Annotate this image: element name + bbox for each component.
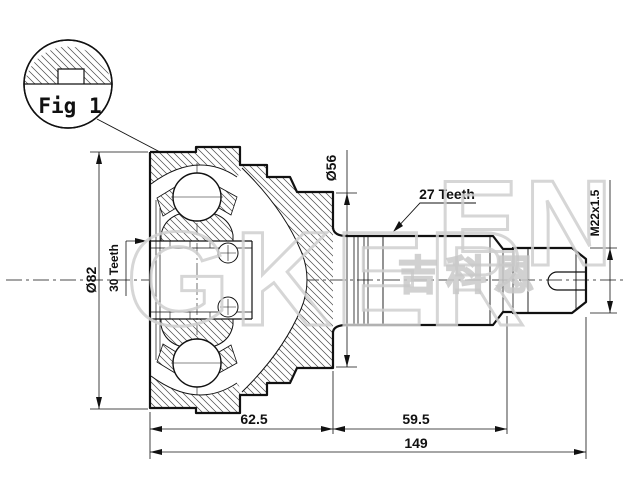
dim-body-length-label: 62.5 [240, 411, 267, 427]
dimension-small-end: Ø56 [323, 150, 357, 368]
dimension-thread: M22x1.5 [588, 180, 617, 314]
dim-small-end-label: Ø56 [323, 155, 339, 182]
dim-total-length-label: 149 [404, 435, 428, 451]
dim-thread-label: M22x1.5 [588, 189, 602, 236]
fig1-label: Fig 1 [38, 94, 101, 118]
dim-shaft-length-label: 59.5 [402, 411, 429, 427]
stub-shaft [331, 227, 588, 333]
dimension-shaft-spline: 27 Teeth [393, 186, 476, 232]
dimension-body-diameter: Ø82 [83, 151, 148, 410]
dim-hub-spline-label: 30 Teeth [107, 244, 121, 292]
dimension-hub-spline: 30 Teeth [107, 238, 147, 296]
fig1-detail: Fig 1 [23, 39, 161, 153]
dim-shaft-spline-label: 27 Teeth [419, 186, 475, 202]
dimension-lengths: 62.5 59.5 149 [149, 316, 587, 459]
inner-race-and-bore [150, 210, 253, 350]
balls-and-cage [156, 172, 238, 388]
dim-body-diameter-label: Ø82 [83, 267, 99, 294]
